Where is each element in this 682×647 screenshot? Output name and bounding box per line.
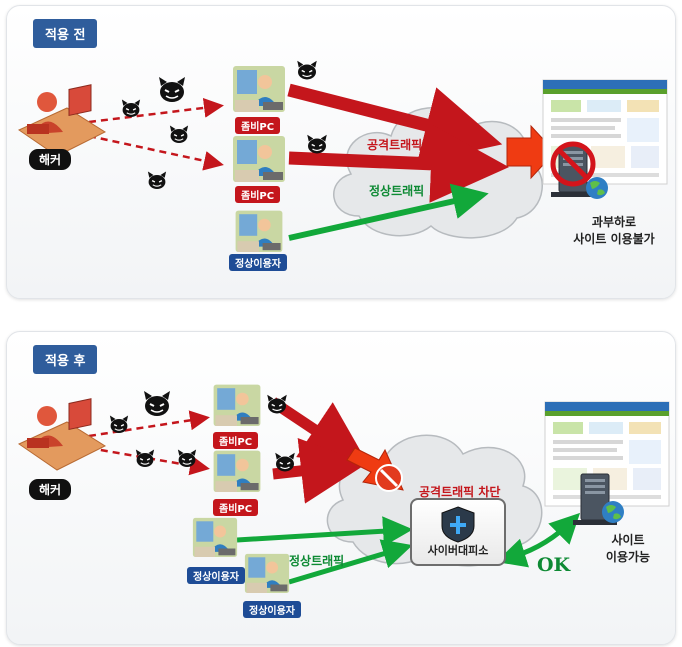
- hacker-label: 해커: [29, 479, 72, 500]
- before-tag: 적용 전: [33, 19, 98, 48]
- devil-icon: [296, 60, 318, 81]
- status-line-2: 이용가능: [605, 550, 651, 564]
- devil-icon: [109, 414, 129, 434]
- before-diagram: [18, 60, 668, 252]
- devil-icon: [143, 390, 171, 417]
- zombie-pc-label-1: 좀비PC: [213, 432, 259, 449]
- devil-icon: [177, 448, 197, 468]
- user-pc-icon: [244, 553, 290, 593]
- attack-arrow-2: [272, 438, 367, 504]
- devil-icon: [266, 394, 288, 415]
- normal-traffic-arrow-2: [288, 539, 413, 585]
- no-entry-icon: [550, 141, 596, 187]
- shelter-to-site-arrow: [495, 512, 581, 568]
- after-diagram: [18, 384, 670, 593]
- user-pc-icon: [192, 517, 238, 557]
- cyber-shelter-label: 사이버대피소: [427, 544, 489, 557]
- ok-label: OK: [537, 554, 571, 576]
- zombie-pc-icon: [233, 66, 285, 112]
- hacker-to-zombie-arrow-1: [88, 410, 210, 438]
- globe-icon: [586, 177, 608, 199]
- normal-user-label-2: 정상이용자: [243, 601, 301, 618]
- after-status-text: 사이트 이용가능: [593, 532, 663, 566]
- normal-traffic-arrow: [288, 183, 489, 241]
- zombie-pc-icon: [233, 136, 285, 182]
- attack-traffic-label: 공격트래픽: [367, 138, 423, 152]
- normal-traffic-arrow-1: [236, 516, 413, 547]
- globe-icon: [602, 501, 624, 523]
- normal-user-label: 정상이용자: [229, 254, 287, 271]
- devil-icon: [169, 124, 189, 144]
- devil-icon: [135, 448, 155, 468]
- user-pc-icon: [235, 210, 283, 252]
- shield-icon: [441, 506, 475, 543]
- no-entry-icon: [375, 464, 403, 492]
- zombie-pc-icon: [213, 450, 261, 492]
- blocked-traffic-label: 공격트래픽 차단: [419, 485, 501, 499]
- status-line-1: 사이트: [611, 533, 645, 547]
- devil-icon: [121, 98, 141, 118]
- hacker-label: 해커: [29, 149, 72, 170]
- cyber-shelter-box: 사이버대피소: [410, 498, 506, 566]
- after-tag: 적용 후: [33, 345, 98, 374]
- status-line-1: 과부하로: [591, 215, 637, 229]
- before-status-text: 과부하로 사이트 이용불가: [559, 214, 669, 248]
- devil-icon: [274, 452, 296, 473]
- after-panel: 적용 후: [6, 331, 676, 645]
- normal-user-label-1: 정상이용자: [187, 567, 245, 584]
- zombie-pc-label-2: 좀비PC: [213, 499, 259, 516]
- normal-traffic-label: 정상트래픽: [289, 554, 345, 568]
- hacker-to-zombie-arrow-2: [88, 134, 224, 171]
- before-panel: 적용 전: [6, 5, 676, 299]
- devil-icon: [306, 134, 328, 155]
- hacker-to-zombie-arrow-1: [88, 97, 224, 124]
- normal-traffic-label: 정상트래픽: [369, 184, 425, 198]
- devil-icon: [147, 170, 167, 190]
- zombie-pc-label-1: 좀비PC: [235, 117, 281, 134]
- attack-arrow-2: [288, 124, 509, 203]
- devil-icon: [158, 76, 186, 103]
- zombie-pc-icon: [213, 384, 261, 426]
- zombie-pc-label-2: 좀비PC: [235, 186, 281, 203]
- status-line-2: 사이트 이용불가: [573, 232, 655, 246]
